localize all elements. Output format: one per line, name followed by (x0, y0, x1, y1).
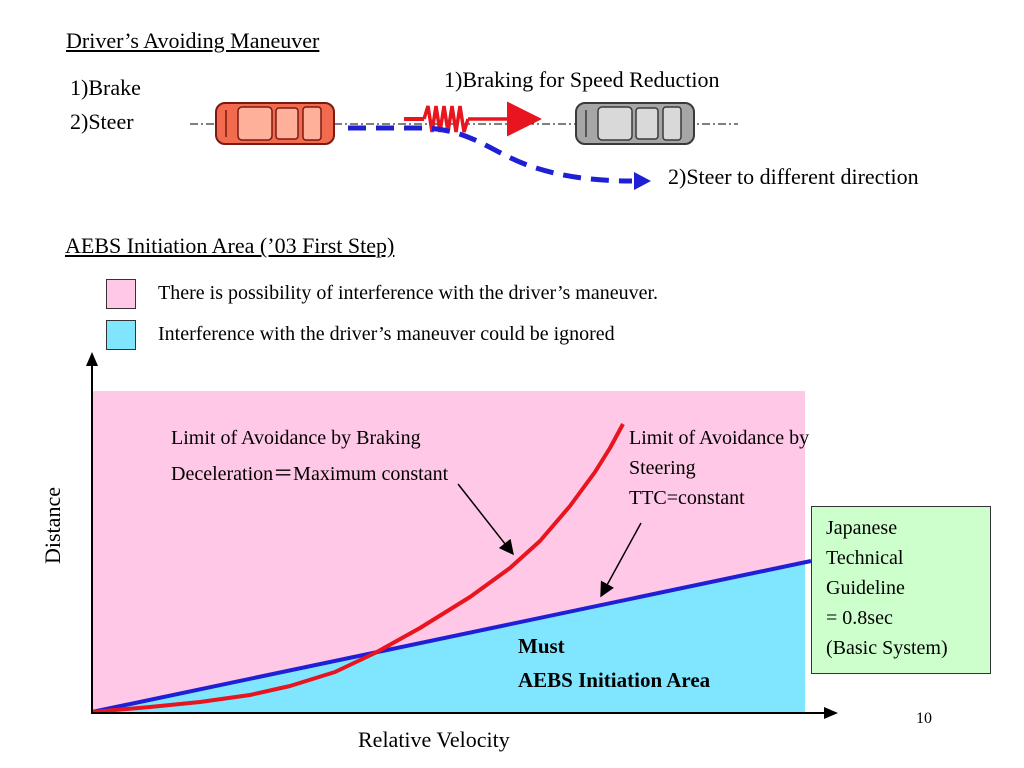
guideline-line2: Technical (826, 547, 904, 569)
steering-limit-line (91, 559, 812, 714)
must-area-label-line2: AEBS Initiation Area (518, 668, 711, 692)
legend-text-interference: There is possibility of interference wit… (158, 282, 659, 304)
guideline-line5: (Basic System) (826, 637, 948, 659)
guideline-line3: Guideline (826, 577, 905, 599)
page-number: 10 (916, 710, 932, 727)
steering-limit-label-line1: Limit of Avoidance by (629, 427, 810, 449)
guideline-line4: = 0.8sec (826, 607, 893, 629)
braking-callout-line (457, 483, 514, 556)
steering-limit-label-line3: TTC=constant (629, 487, 745, 509)
guideline-line1: Japanese (826, 517, 898, 539)
maneuver-section-title: Driver’s Avoiding Maneuver (66, 28, 320, 53)
legend-swatch-pink (106, 279, 136, 309)
braking-arrow (404, 101, 542, 137)
x-axis-label: Relative Velocity (358, 727, 510, 752)
braking-limit-curve (91, 423, 625, 714)
must-area-label-line1: Must (518, 634, 565, 658)
legend-swatch-blue (106, 320, 136, 350)
own-car-icon (215, 102, 335, 145)
steer-path-arrow (348, 125, 651, 190)
steering-callout-line (600, 522, 642, 598)
maneuver-option-steer: 2)Steer (70, 109, 134, 134)
y-axis-label: Distance (40, 487, 65, 564)
graph-axes (86, 352, 838, 719)
legend-text-ignored: Interference with the driver’s maneuver … (158, 323, 615, 345)
steer-label: 2)Steer to different direction (668, 164, 919, 189)
target-car-icon (575, 102, 695, 145)
braking-label: 1)Braking for Speed Reduction (444, 67, 720, 92)
braking-limit-label-line2: Deceleration＝Maximum constant (171, 463, 449, 485)
braking-limit-label-line1: Limit of Avoidance by Braking (171, 427, 421, 449)
guideline-box: Japanese Technical Guideline = 0.8sec (B… (811, 506, 991, 674)
steering-limit-label-line2: Steering (629, 457, 696, 479)
maneuver-option-brake: 1)Brake (70, 75, 141, 100)
aebs-section-title: AEBS Initiation Area (’03 First Step) (65, 233, 395, 258)
